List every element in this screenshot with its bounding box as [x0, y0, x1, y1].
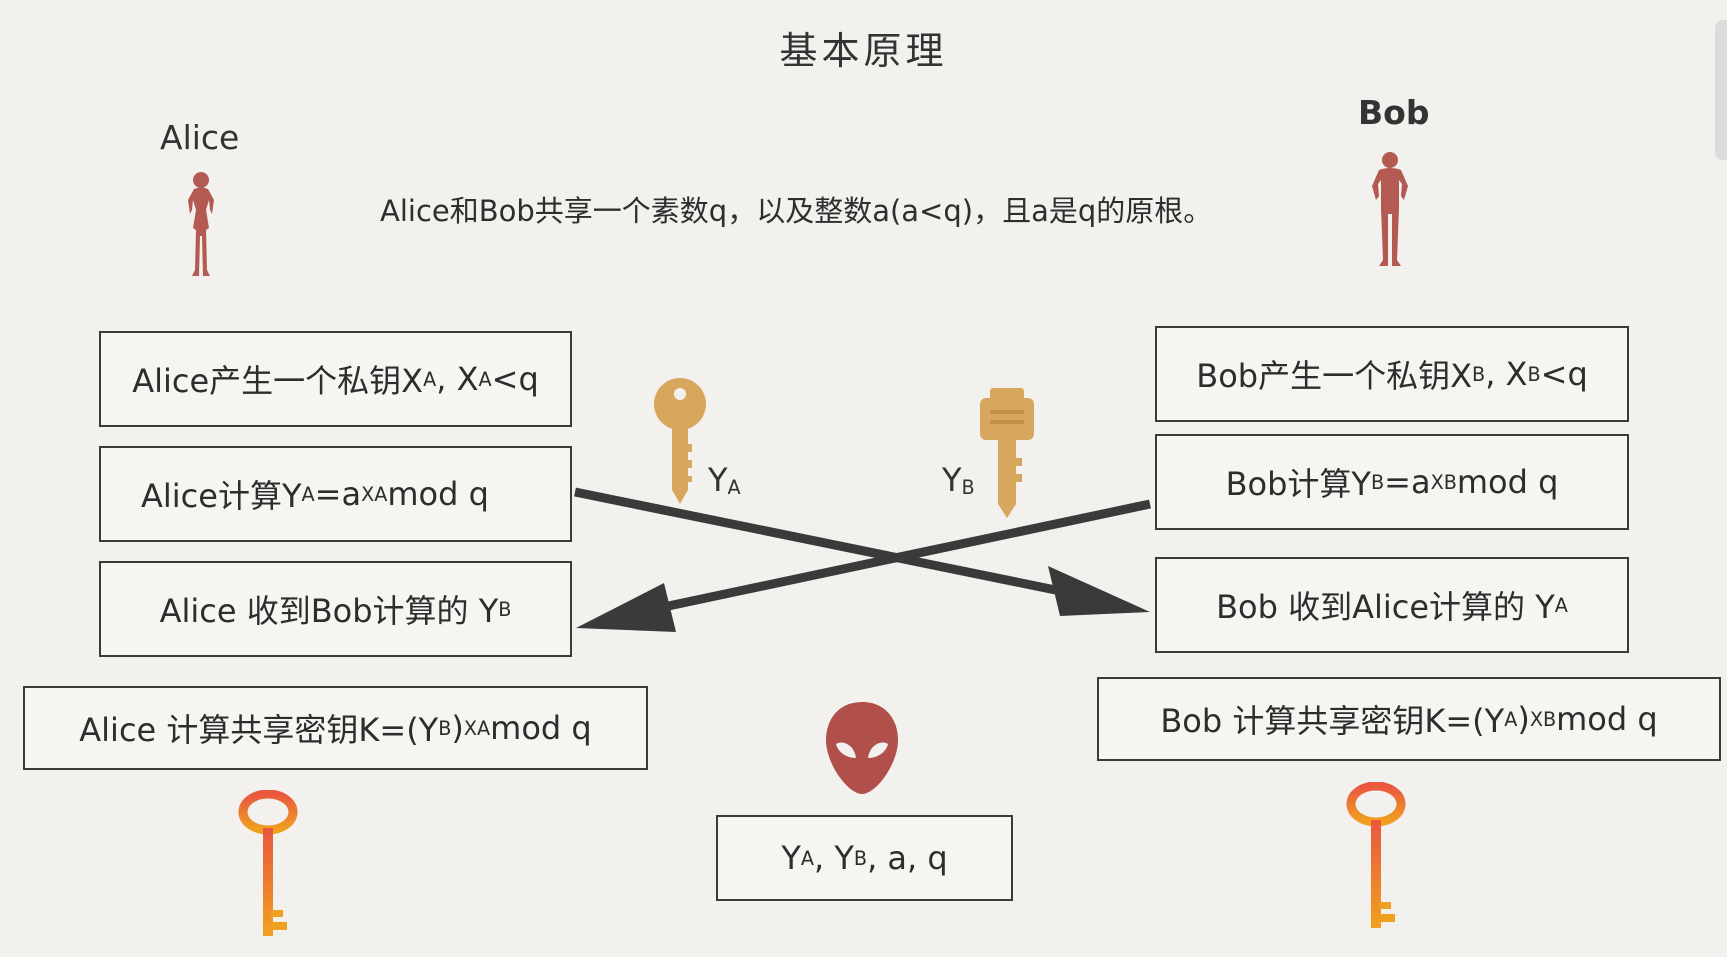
arrowhead-to-bob: [1048, 566, 1150, 616]
eavesdropper-alien-icon: [826, 702, 898, 794]
alice-shared-key-icon: [238, 790, 298, 936]
arrow-bob-to-alice: [639, 499, 1151, 617]
public-key-b-label: YB: [942, 461, 975, 499]
alice-name: Alice: [160, 118, 240, 157]
bob-shared-key-icon: [1346, 782, 1406, 928]
bob-person-icon: [1372, 152, 1408, 266]
bob-name: Bob: [1358, 93, 1430, 132]
scrollbar[interactable]: [1715, 20, 1727, 160]
public-key-a-icon: [654, 378, 706, 504]
arrowhead-to-alice: [576, 583, 676, 632]
arrow-alice-to-bob: [574, 487, 1086, 601]
public-key-a-label: YA: [708, 461, 741, 499]
public-key-b-icon: [980, 388, 1034, 518]
shared-parameters-statement: Alice和Bob共享一个素数q，以及整数a(a<q)，且a是q的原根。: [380, 194, 1213, 228]
alice-person-icon: [188, 172, 214, 276]
slide-title: 基本原理: [779, 29, 948, 73]
